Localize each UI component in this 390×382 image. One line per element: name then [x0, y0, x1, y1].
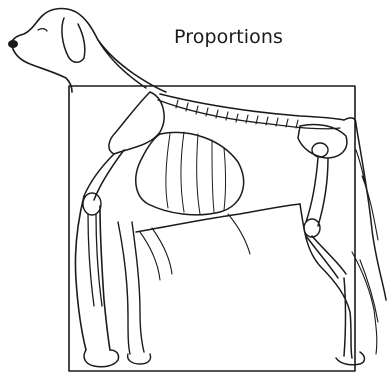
- dog-chest-feathering: [140, 214, 250, 280]
- dog-ear-outline: [62, 18, 85, 62]
- dog-ribs: [166, 132, 226, 214]
- dog-far-foreleg-outline: [118, 222, 144, 354]
- dog-pelvis: [298, 124, 347, 158]
- dog-hind-leg-outline: [300, 204, 352, 358]
- dog-humerus: [84, 150, 124, 200]
- dog-hip-joint: [312, 143, 328, 157]
- dog-far-front-paw: [128, 354, 151, 364]
- dog-scapula: [109, 92, 164, 154]
- dog-belly-line: [136, 204, 300, 232]
- dog-hind-leg-feathering: [352, 252, 378, 354]
- dog-front-paw: [84, 350, 118, 367]
- diagram-caption: Proportions: [174, 26, 283, 48]
- dog-femur: [306, 158, 328, 226]
- dog-rib-cage: [136, 132, 244, 214]
- dog-head-outline: [12, 9, 166, 92]
- dog-nose: [8, 40, 18, 48]
- dog-elbow-joint: [83, 193, 101, 215]
- dog-back-line: [160, 94, 344, 120]
- dog-hind-paw: [336, 352, 365, 365]
- dog-muzzle-outline: [12, 46, 72, 92]
- dog-eye: [38, 29, 47, 31]
- dog-stifle-joint: [304, 219, 320, 237]
- dog-foreleg-outline: [75, 196, 110, 350]
